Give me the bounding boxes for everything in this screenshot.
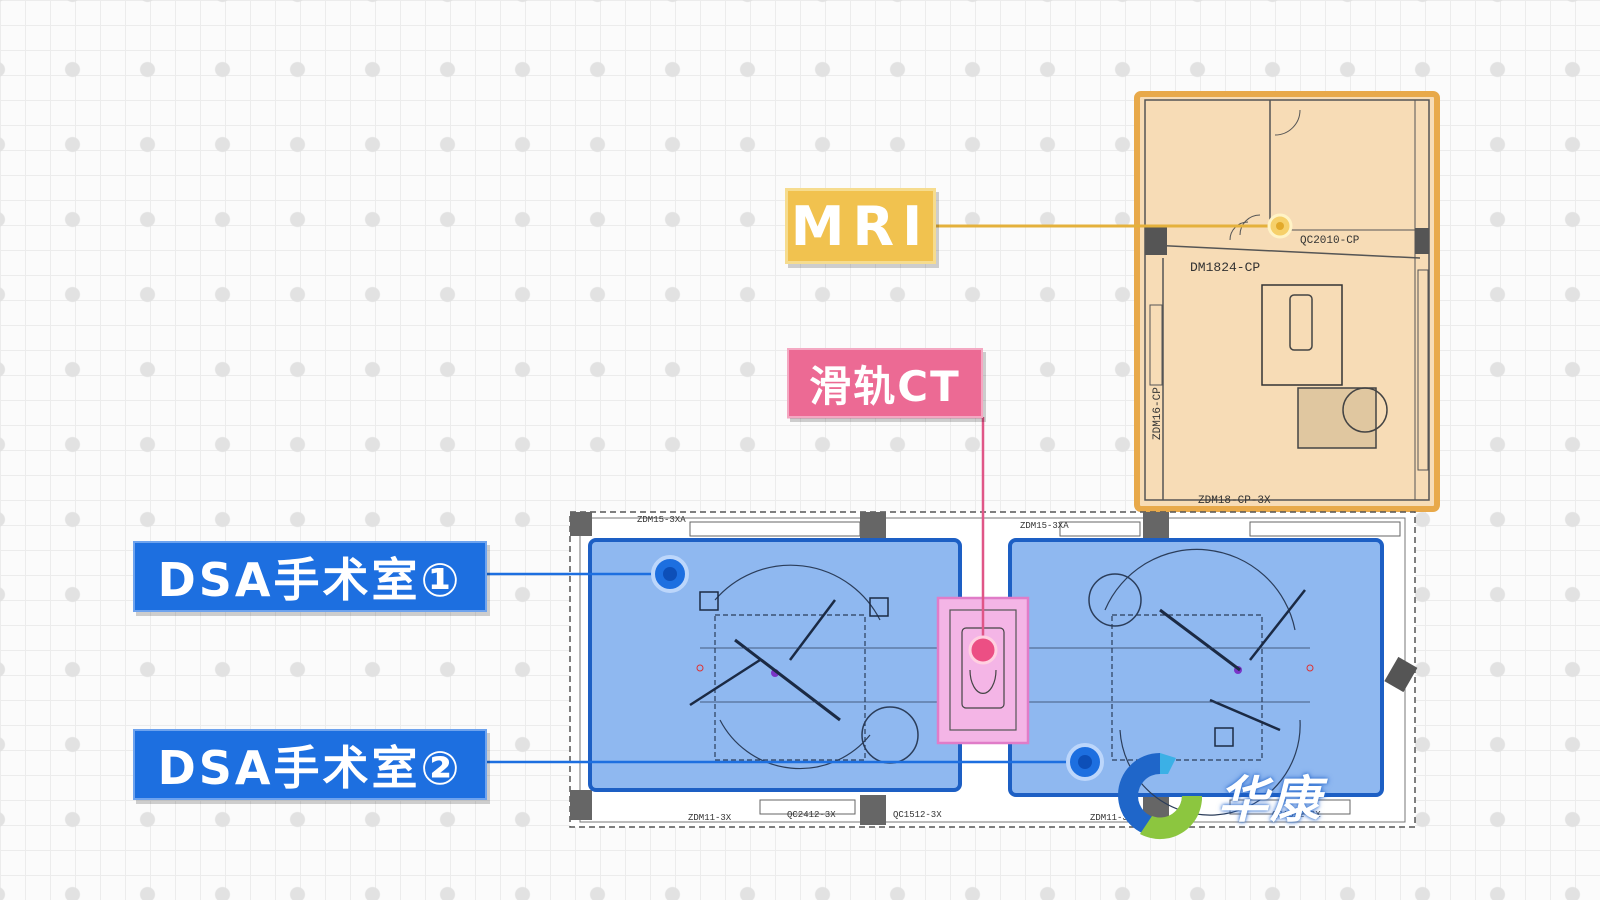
markers (651, 213, 1293, 781)
mri-room (1134, 91, 1440, 512)
code-qc2412: QC2412-3X (787, 810, 836, 820)
dsa-room-2-label: DSA手术室② (133, 729, 487, 800)
code-qc1512b: QC1512-3X (1272, 810, 1321, 820)
slide-ct-marker (968, 635, 998, 665)
mri-label: MRI (785, 188, 936, 264)
code-qc2010: QC2010-CP (1300, 235, 1360, 247)
logo-text: 华康 (1218, 770, 1322, 829)
code-zdm18: ZDM18-CP-3X (1198, 495, 1271, 507)
code-zdm15b: ZDM15-3XA (1020, 521, 1069, 531)
slide-ct-label: 滑轨CT (787, 348, 983, 418)
code-zdm11b: ZDM11-3X (1090, 813, 1134, 823)
dsa-room-2 (1000, 538, 1384, 816)
plan-codes: QC2010-CP DM1824-CP ZDM16-CP ZDM18-CP-3X… (637, 235, 1360, 823)
dsa-room-1-label: DSA手术室① (133, 541, 487, 612)
code-dm1824: DM1824-CP (1190, 260, 1260, 275)
watermark-logo: 华康 (1110, 748, 1322, 843)
code-zdm15: ZDM15-3XA (637, 515, 686, 525)
code-qc1512a: QC1512-3X (893, 810, 942, 820)
logo-icon (1118, 753, 1203, 840)
code-zdm16: ZDM16-CP (1152, 387, 1164, 440)
code-zdm11a: ZDM11-3X (688, 813, 732, 823)
